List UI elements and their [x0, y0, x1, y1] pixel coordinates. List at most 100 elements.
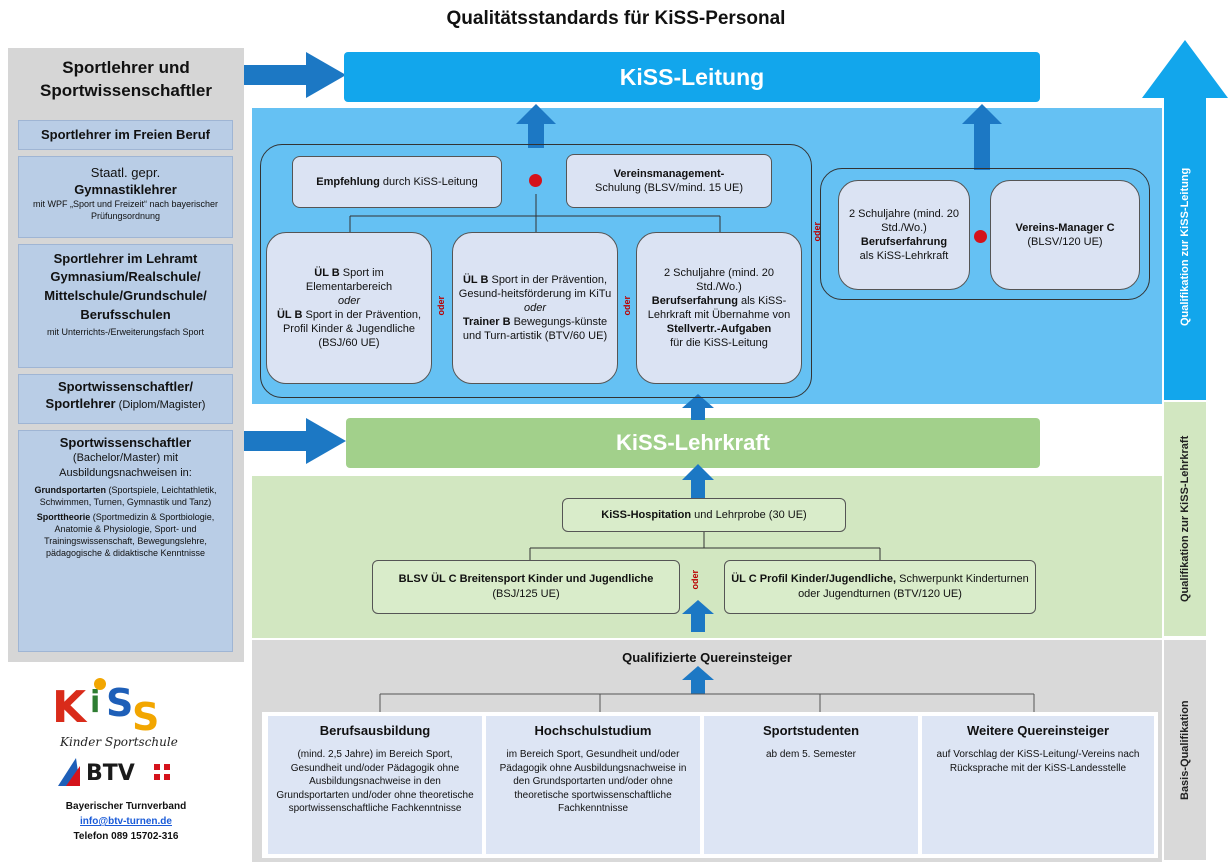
- cell-sportstudenten: Sportstudenten ab dem 5. Semester: [704, 716, 918, 854]
- lehramt-line2: Gymnasium/Realschule/ Mittelschule/Grund…: [44, 269, 207, 322]
- empfehlung-label: Empfehlung: [316, 176, 380, 188]
- svg-text:S: S: [132, 695, 159, 739]
- kiss-leitung-bar: KiSS-Leitung: [344, 52, 1040, 102]
- cell-hochschulstudium: Hochschulstudium im Bereich Sport, Gesun…: [486, 716, 700, 854]
- svg-text:i: i: [90, 685, 100, 720]
- c2-a: ÜL B: [462, 274, 489, 286]
- cell-text: auf Vorschlag der KiSS-Leitung/-Vereins …: [936, 749, 1140, 774]
- cell-text: im Bereich Sport, Gesundheit und/oder Pä…: [499, 749, 687, 814]
- box-vereinsmanagement: Vereinsmanagement- Schulung (BLSV/mind. …: [566, 154, 772, 208]
- r1-a: 2 Schuljahre (mind. 20 Std./Wo.): [848, 208, 960, 234]
- box-uel-b-praevention: ÜL B Sport in der Prävention, Gesund-hei…: [452, 232, 618, 384]
- box-empfehlung: Empfehlung durch KiSS-Leitung: [292, 156, 502, 208]
- box-hospitation: KiSS-Hospitation und Lehrprobe (30 UE): [562, 498, 846, 532]
- gym-line2: Gymnastiklehrer: [74, 182, 177, 197]
- oder-label: oder: [690, 570, 700, 590]
- c1-f: (BSJ/60 UE): [318, 337, 380, 349]
- basis-band: [1164, 640, 1206, 860]
- box-uel-b-elementar: ÜL B Sport im Elementarbereich oder ÜL B…: [266, 232, 432, 384]
- cell-title: Sportstudenten: [762, 723, 860, 738]
- box-lehramt: Sportlehrer im Lehramt Gymnasium/Realsch…: [18, 244, 233, 368]
- arrow-up-icon: [682, 394, 714, 420]
- q-lehrkraft-label: Qualifikation zur KiSS-Lehrkraft: [1179, 435, 1191, 603]
- cell-title: Weitere Quereinsteiger: [966, 723, 1110, 738]
- leitung-panel-main: [260, 144, 812, 398]
- box-schuljahre: 2 Schuljahre (mind. 20 Std./Wo.) Berufse…: [838, 180, 970, 290]
- cell-text: ab dem 5. Semester: [765, 749, 857, 760]
- g2-a: ÜL C Profil Kinder/Jugendliche,: [731, 573, 897, 585]
- r1-c: als KiSS-Lehrkraft: [859, 250, 949, 262]
- c2-b: Sport in der Prävention, Gesund-heitsför…: [458, 274, 612, 300]
- connector-lines: [529, 532, 881, 562]
- leitung-panel-alt: [820, 168, 1150, 300]
- box-gymnastiklehrer: Staatl. gepr. Gymnastiklehrer mit WPF „S…: [18, 156, 233, 238]
- box-bachelor: Sportwissenschaftler (Bachelor/Master) m…: [18, 430, 233, 652]
- diplom-line1: Sportwissenschaftler/: [57, 379, 194, 394]
- q-lehrkraft-band: [1164, 402, 1206, 636]
- diplom-line2: Sportlehrer: [45, 396, 116, 411]
- arrow-up-icon: [516, 104, 556, 148]
- bachelor-line1: Sportwissenschaftler: [59, 435, 192, 450]
- page-title: Qualitätsstandards für KiSS-Personal: [446, 8, 786, 29]
- bachelor-line2: (Bachelor/Master) mit Ausbildungsnachwei…: [59, 452, 192, 479]
- cell-title: Berufsausbildung: [319, 723, 431, 738]
- quereinsteiger-title: Qualifizierte Quereinsteiger: [622, 650, 792, 665]
- left-heading: Sportlehrer und Sportwissenschaftler: [40, 58, 212, 100]
- cell-text: (mind. 2,5 Jahre) im Bereich Sport, Gesu…: [276, 749, 474, 814]
- arrow-up-icon: [682, 464, 714, 498]
- c2-d: Trainer B: [462, 316, 511, 328]
- c2-oder: oder: [523, 302, 547, 314]
- c2-e: Bewegungs-künste und Turn-artistik (BTV/…: [462, 316, 608, 342]
- oder-label: oder: [622, 296, 632, 316]
- hosp-text: und Lehrprobe (30 UE): [691, 508, 807, 521]
- r2-a: Vereins-Manager C: [1015, 222, 1115, 234]
- c3-a: 2 Schuljahre (mind. 20 Std./Wo.): [663, 267, 775, 293]
- box-vereins-manager: Vereins-Manager C (BLSV/120 UE): [990, 180, 1140, 290]
- email-link[interactable]: info@btv-turnen.de: [8, 815, 244, 829]
- bachelor-theorie-label: Sporttheorie: [36, 512, 91, 522]
- box-freier-beruf: Sportlehrer im Freien Beruf: [18, 120, 233, 150]
- arrow-up-icon: [682, 600, 714, 632]
- gym-line1: Staatl. gepr.: [90, 165, 161, 180]
- c1-d: ÜL B: [276, 309, 303, 321]
- kiss-lehrkraft-bar: KiSS-Lehrkraft: [346, 418, 1040, 468]
- lehramt-line1: Sportlehrer im Lehramt: [53, 251, 198, 266]
- bachelor-grund-text: (Sportspiele, Leichtathletik, Schwimmen,…: [39, 485, 217, 507]
- oder-label: oder: [436, 296, 446, 316]
- c1-b: Sport im Elementarbereich: [305, 267, 393, 293]
- c3-b: Berufserfahrung: [651, 295, 738, 307]
- gym-line3: mit WPF „Sport und Freizeit“ nach bayeri…: [32, 199, 219, 221]
- cell-title: Hochschulstudium: [534, 723, 652, 738]
- c1-a: ÜL B: [314, 267, 340, 279]
- g2-b: Schwerpunkt Kinderturnen oder Jugendturn…: [798, 573, 1029, 600]
- svg-text:Kinder Sportschule: Kinder Sportschule: [59, 735, 178, 749]
- phone: Telefon 089 15702-316: [73, 831, 179, 842]
- c1-oder: oder: [337, 295, 361, 307]
- arrow-up-icon: [962, 104, 1002, 170]
- hosp-label: KiSS-Hospitation: [601, 508, 692, 521]
- lehramt-line3: mit Unterrichts-/Erweiterungsfach Sport: [46, 327, 205, 337]
- plus-dot-icon: [974, 230, 987, 243]
- svg-text:S: S: [106, 681, 133, 725]
- bachelor-grund-label: Grundsportarten: [34, 485, 106, 495]
- basis-label: Basis-Qualifikation: [1179, 700, 1191, 800]
- r1-b: Berufserfahrung: [860, 236, 948, 248]
- box-blsv-uel-c: BLSV ÜL C Breitensport Kinder und Jugend…: [372, 560, 680, 614]
- g1-b: (BSJ/125 UE): [492, 588, 560, 600]
- arrow-right-icon: [244, 418, 346, 464]
- cell-weitere: Weitere Quereinsteiger auf Vorschlag der…: [922, 716, 1154, 854]
- box-uel-c-profil: ÜL C Profil Kinder/Jugendliche, Schwerpu…: [724, 560, 1036, 614]
- plus-dot-icon: [529, 174, 542, 187]
- email-text[interactable]: info@btv-turnen.de: [80, 816, 172, 827]
- connector-lines: [379, 693, 1035, 714]
- empfehlung-text: durch KiSS-Leitung: [379, 176, 478, 188]
- box-diplom: Sportwissenschaftler/ Sportlehrer (Diplo…: [18, 374, 233, 424]
- arrow-right-icon: [244, 52, 346, 98]
- svg-text:BTV: BTV: [86, 761, 135, 786]
- c3-e: für die KiSS-Leitung: [670, 337, 768, 349]
- r2-b: (BLSV/120 UE): [1027, 236, 1103, 248]
- kiss-logo: K i S S Kinder Sportschule: [40, 672, 210, 752]
- arrow-up-icon: [682, 666, 714, 694]
- org-name: Bayerischer Turnverband: [65, 801, 187, 812]
- verein-label: Vereinsmanagement-: [613, 168, 725, 180]
